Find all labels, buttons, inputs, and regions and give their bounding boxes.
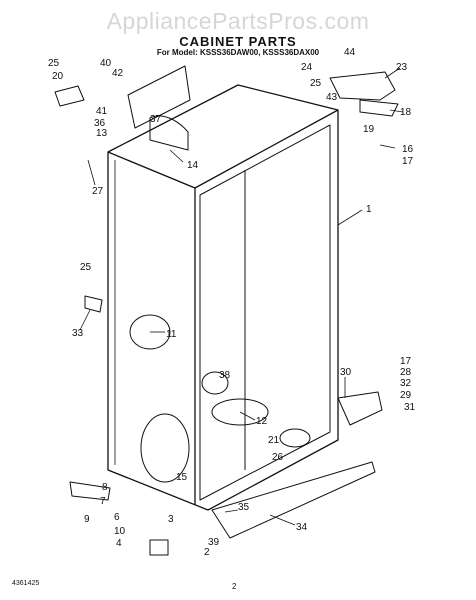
callout-4: 4 [116,538,122,549]
callout-15: 15 [176,472,188,483]
leader-35 [224,509,239,513]
callout-28: 28 [400,367,412,378]
callout-43: 43 [326,92,338,103]
callout-24: 24 [301,62,313,73]
callout-20: 20 [52,71,64,82]
callout-31: 31 [404,402,416,413]
callout-39: 39 [208,537,220,548]
diagram-title: CABINET PARTS [179,34,297,49]
callout-2: 2 [204,547,210,558]
callout-44: 44 [344,47,356,58]
callout-36: 36 [94,118,106,129]
page-number: 2 [232,582,237,591]
top-hinge-box [149,115,189,151]
callout-6: 6 [114,512,120,523]
callout-17: 17 [402,156,414,167]
cabinet-inner-frame [199,124,331,501]
callout-25b: 25 [310,78,322,89]
leader-33 [79,309,91,331]
door-stop [84,295,103,313]
callout-17b: 17 [400,356,412,367]
leader-14 [169,149,184,163]
leader-23 [384,67,401,79]
callout-19: 19 [363,124,375,135]
callout-12: 12 [256,416,268,427]
callout-10: 10 [114,526,126,537]
callout-29: 29 [400,390,412,401]
leader-16 [379,144,396,149]
lower-hinge-bracket [337,391,383,426]
watermark: AppliancePartsPros.com [106,8,370,34]
callout-30: 30 [340,367,352,378]
callout-8: 8 [102,482,108,493]
plug-21 [279,428,311,448]
top-hinge-assembly [329,71,396,101]
leader-27 [87,159,96,186]
plug-12 [211,398,269,426]
callout-41: 41 [96,106,108,117]
callout-23: 23 [396,62,408,73]
cabinet-front-edge [107,151,196,505]
callout-27: 27 [92,186,104,197]
callout-35: 35 [238,502,250,513]
plug-15 [140,413,190,483]
hinge-block-4 [149,539,169,556]
wiring-plug-11 [129,314,171,350]
callout-7: 7 [100,496,106,507]
cabinet-top-edge [194,109,339,189]
callout-38: 38 [219,370,231,381]
model-subtitle: For Model: KSSS36DAW00, KSSS36DAX00 [156,48,320,57]
leader-34 [269,514,296,526]
callout-25: 25 [48,58,60,69]
part-20-housing [54,85,85,107]
callout-32: 32 [400,378,412,389]
leader-1 [337,209,363,226]
callout-1: 1 [366,204,372,215]
callout-13: 13 [96,128,108,139]
callout-16: 16 [402,144,414,155]
callout-3: 3 [168,514,174,525]
callout-26: 26 [272,452,284,463]
callout-40: 40 [100,58,112,69]
diagram-code: 4361425 [12,580,40,587]
callout-37: 37 [150,114,162,125]
callout-14: 14 [187,160,199,171]
top-bracket-panel [127,65,191,129]
callout-42: 42 [112,68,124,79]
leader-12 [239,411,256,421]
hinge-plate [359,99,399,117]
callout-34: 34 [296,522,308,533]
callout-9: 9 [84,514,90,525]
callout-25c: 25 [80,262,92,273]
lower-hinge-support [69,481,111,501]
plug-38 [201,371,229,395]
callout-33: 33 [72,328,84,339]
callout-21: 21 [268,435,280,446]
cabinet-shell [107,84,339,511]
callout-18: 18 [400,107,412,118]
leader-18 [389,109,404,113]
callout-11: 11 [166,329,177,340]
bottom-rail [211,461,376,539]
